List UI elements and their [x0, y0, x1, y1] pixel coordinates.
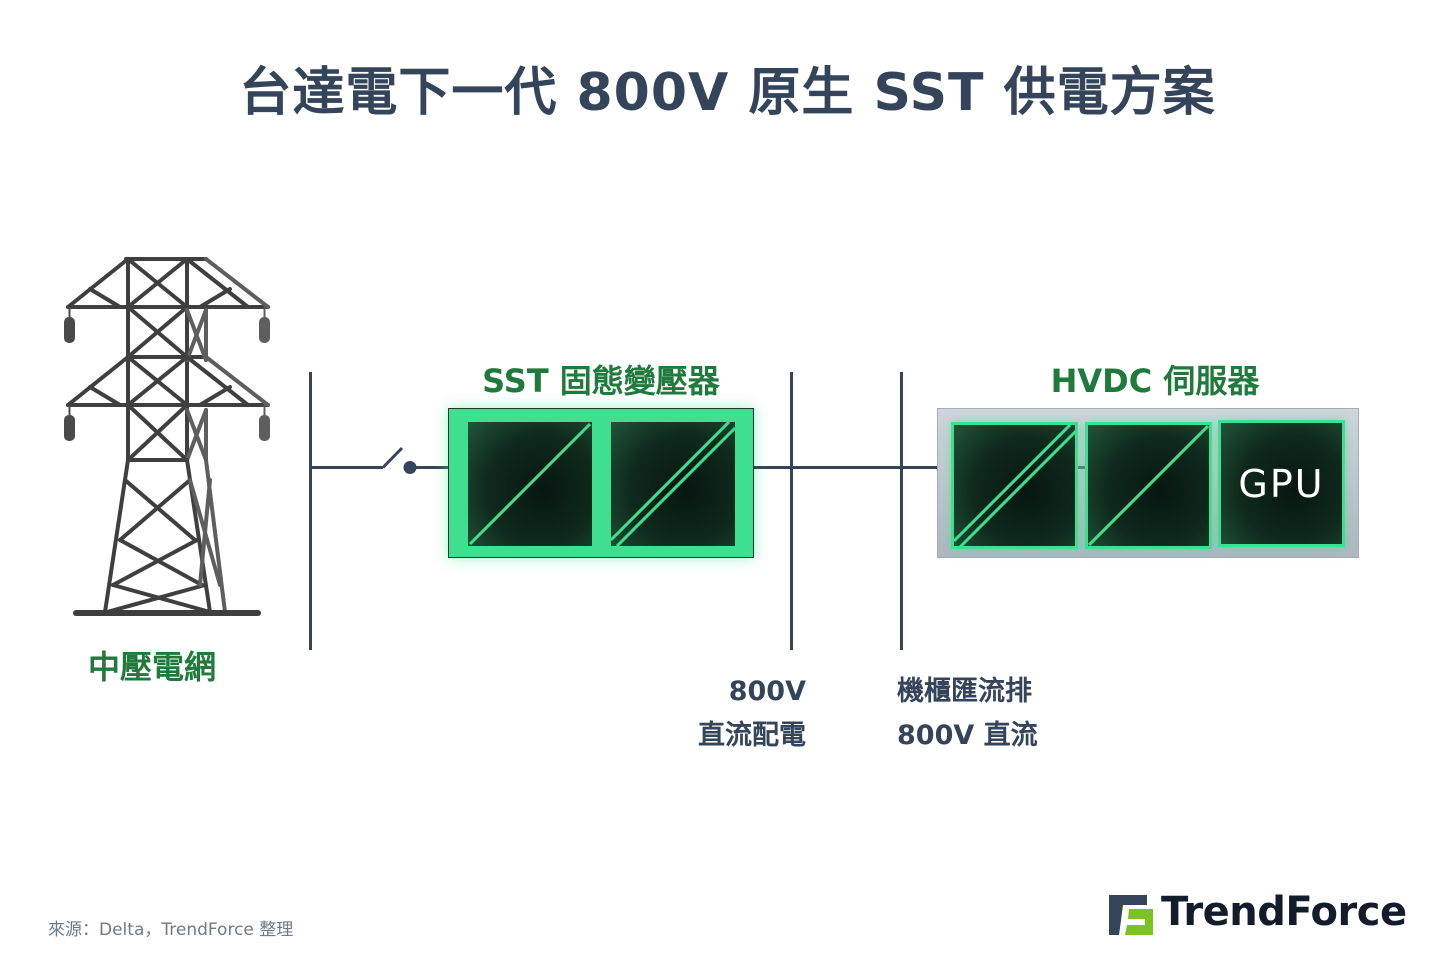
- dc-dc-converter-icon: [951, 422, 1078, 549]
- hvdc-server: GPU: [937, 408, 1359, 558]
- grid-label: 中壓電網: [88, 648, 217, 686]
- gpu-label: GPU: [1238, 461, 1325, 506]
- hvdc-server-label: HVDC 伺服器: [1050, 362, 1260, 400]
- dc-dc-converter-icon: [1085, 422, 1212, 549]
- dc-dc-converter-icon: [611, 422, 735, 546]
- feeder-line: [311, 466, 383, 469]
- diagram-title: 台達電下一代 800V 原生 SST 供電方案: [239, 63, 1216, 123]
- trendforce-logo-text: TrendForce: [1161, 889, 1407, 935]
- dc-distribution-text: 直流配電: [698, 720, 806, 751]
- dc-distribution-label: 800V 直流配電: [680, 670, 806, 758]
- transmission-tower-icon: [64, 257, 270, 616]
- sst-label: SST 固態變壓器: [482, 362, 720, 400]
- source-note: 來源：Delta，TrendForce 整理: [48, 920, 294, 940]
- open-switch-icon: [381, 446, 450, 474]
- trendforce-logo: TrendForce: [1107, 889, 1407, 937]
- gpu-module: GPU: [1218, 420, 1345, 547]
- internal-link-line: [1074, 466, 1090, 469]
- rack-busbar: [900, 372, 903, 650]
- rack-busbar-text: 機櫃匯流排: [897, 676, 1032, 707]
- rack-busbar-voltage: 800V 直流: [897, 720, 1038, 751]
- sst-transformer: [448, 408, 754, 558]
- dc-distribution-line: [754, 466, 950, 469]
- trendforce-logo-icon: [1109, 895, 1153, 935]
- dc-distribution-voltage: 800V: [728, 676, 806, 707]
- dc-distribution-bus: [790, 372, 793, 650]
- grid-bus-line: [309, 372, 312, 650]
- rack-busbar-label: 機櫃匯流排 800V 直流: [897, 670, 1038, 758]
- ac-dc-converter-icon: [468, 422, 592, 546]
